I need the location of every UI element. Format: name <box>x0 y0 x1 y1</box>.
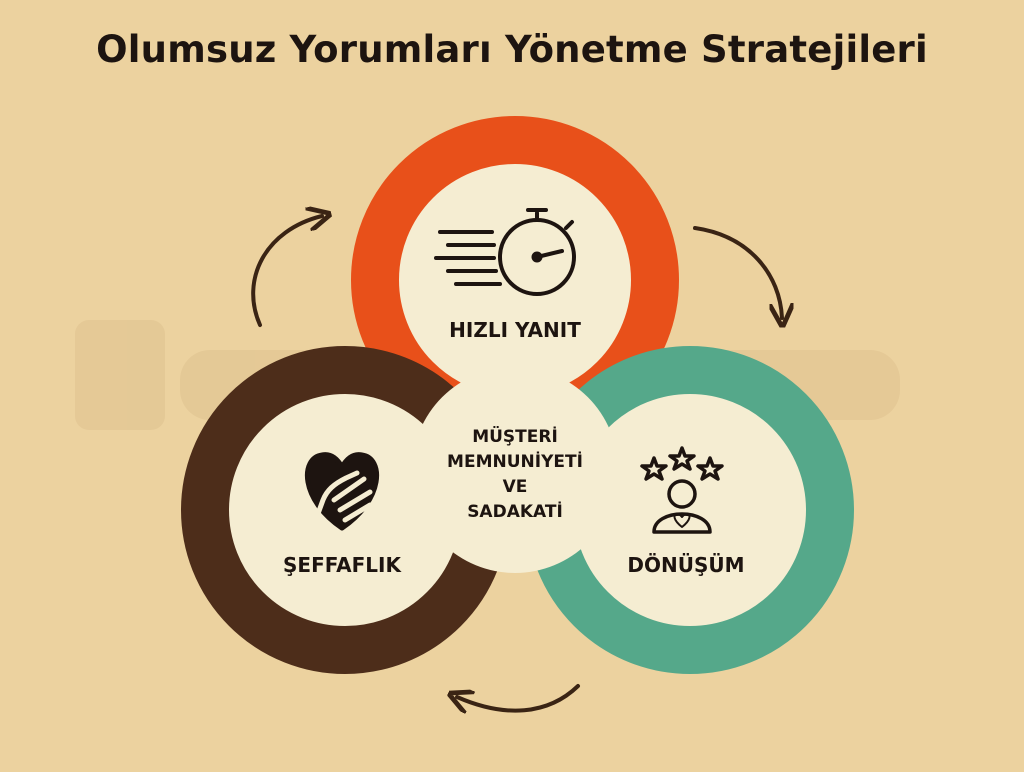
center-line-4: SADAKATİ <box>467 500 563 522</box>
center-circle <box>412 367 618 573</box>
arrow-top-left <box>251 216 322 327</box>
center-line-3: VE <box>503 477 528 497</box>
arrow-bottom <box>457 684 580 711</box>
page-title: Olumsuz Yorumları Yönetme Stratejileri <box>96 28 928 71</box>
node-label-donusum: DÖNÜŞÜM <box>627 553 744 577</box>
heart-hand-icon <box>305 452 379 533</box>
stopwatch-icon <box>434 208 576 296</box>
customer-rating-icon <box>640 446 724 534</box>
center-line-2: MEMNUNİYETİ <box>447 450 583 472</box>
center-line-1: MÜŞTERİ <box>472 425 558 447</box>
node-label-hizli-yanit: HIZLI YANIT <box>449 318 581 342</box>
node-label-seffaflik: ŞEFFAFLIK <box>283 553 402 577</box>
arrow-top-right <box>693 226 782 318</box>
